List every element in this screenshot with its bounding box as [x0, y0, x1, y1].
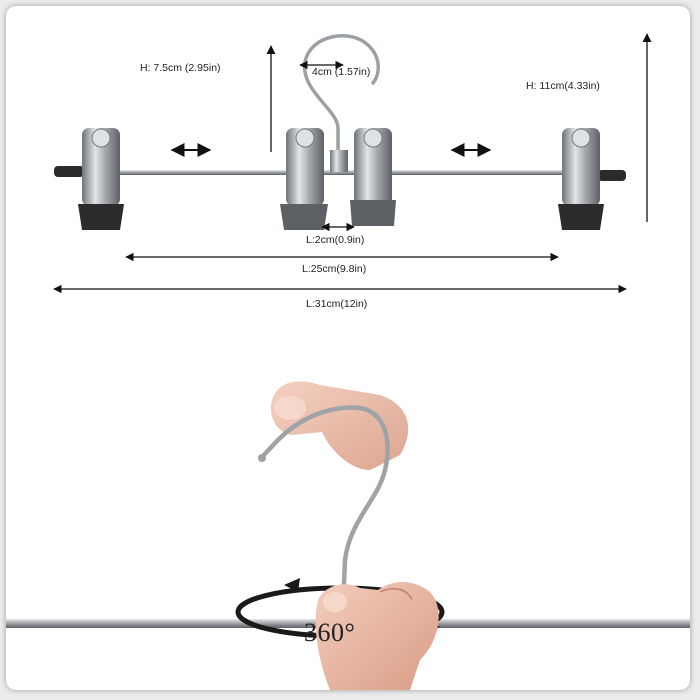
hook-width-label: 4cm (1.57in) [312, 66, 371, 78]
hanger-illustration [6, 33, 690, 690]
rotation-label: 360° [304, 618, 356, 647]
clip-center-right [350, 128, 396, 226]
clip-center-left [280, 128, 328, 230]
swivel-hook [259, 405, 390, 606]
clip-right [558, 128, 604, 230]
hanger-bar [82, 170, 602, 175]
rotation-arrow-head-left [284, 578, 300, 592]
lower-hand [315, 582, 439, 690]
clip-gap-label: L:2cm(0.9in) [306, 234, 365, 246]
height-short-label: H: 7.5cm (2.95in) [140, 62, 221, 74]
height-total-label: H: 11cm(4.33in) [526, 80, 600, 92]
inner-length-label: L:25cm(9.8in) [302, 263, 367, 275]
product-image-frame: H: 7.5cm (2.95in) 4cm (1.57in) H: 11cm(4… [6, 6, 690, 690]
clip-left [78, 128, 124, 230]
bar-end-cap-right [598, 170, 626, 181]
hook-tip [258, 454, 266, 462]
hook-mount [330, 150, 348, 172]
upper-hand [270, 381, 409, 470]
hanger-hook [302, 34, 380, 160]
total-length-label: L:31cm(12in) [306, 298, 368, 310]
bar-end-cap-left [54, 166, 84, 177]
